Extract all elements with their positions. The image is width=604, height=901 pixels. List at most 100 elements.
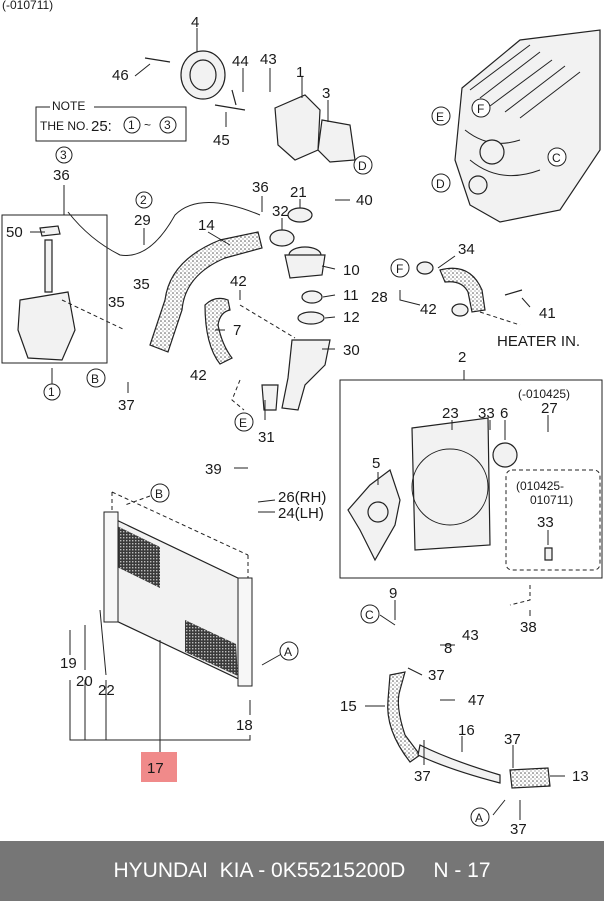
note-title: NOTE xyxy=(52,99,85,113)
overflow-hose-29 xyxy=(67,202,261,256)
label-29: 29 xyxy=(134,212,151,229)
label-15: 15 xyxy=(340,698,357,715)
label-45: 45 xyxy=(213,132,230,149)
note-tilde: ~ xyxy=(144,118,151,132)
label-35-b: 35 xyxy=(108,294,125,311)
reservoir-box xyxy=(1,214,108,364)
label-20: 20 xyxy=(76,673,93,690)
ref-E-1: E xyxy=(436,110,444,124)
circled-3: 3 xyxy=(60,148,67,162)
range-label-1: (-010425) xyxy=(518,387,570,401)
label-39: 39 xyxy=(205,461,222,478)
label-37-bottom: 37 xyxy=(510,821,527,838)
pipe-16 xyxy=(417,744,501,784)
label-24lh: 24(LH) xyxy=(278,505,324,522)
footer-brand: HYUNDAI KIA - 0K55215200D xyxy=(113,859,406,882)
label-46: 46 xyxy=(112,67,129,84)
note-to: 3 xyxy=(164,118,171,132)
range-label-2b: 010711) xyxy=(530,493,573,507)
range-caption: (-010711) xyxy=(2,0,53,12)
label-37-mid: 37 xyxy=(428,667,445,684)
note-box: NOTE THE NO. 25: 1 ~ 3 xyxy=(35,99,187,142)
label-50: 50 xyxy=(6,224,23,241)
heater-hose-group xyxy=(416,261,523,326)
ref-A-2: A xyxy=(475,811,483,825)
label-23: 23 xyxy=(442,405,459,422)
label-36-left: 36 xyxy=(53,167,70,184)
label-13: 13 xyxy=(572,768,589,785)
ref-E-2: E xyxy=(239,416,247,430)
label-2: 2 xyxy=(458,349,466,366)
label-4: 4 xyxy=(191,14,199,31)
label-43-top: 43 xyxy=(260,51,277,68)
label-18: 18 xyxy=(236,717,253,734)
upper-hose-14 xyxy=(149,231,263,353)
label-37-low: 37 xyxy=(414,768,431,785)
ref-D-2: D xyxy=(358,159,367,173)
engine-block xyxy=(454,29,601,223)
circled-numbers: 3 2 1 xyxy=(43,146,153,401)
label-43-low: 43 xyxy=(462,627,479,644)
ref-F-2: F xyxy=(396,262,403,276)
ref-C-1: C xyxy=(552,151,561,165)
label-28: 28 xyxy=(371,289,388,306)
radiator xyxy=(103,491,253,687)
label-26rh: 26(RH) xyxy=(278,489,326,506)
label-42-low: 42 xyxy=(190,367,207,384)
hose-7 xyxy=(204,297,233,365)
label-36-mid: 36 xyxy=(252,179,269,196)
footer-bar: HYUNDAI KIA - 0K55215200D N - 17 xyxy=(0,841,604,901)
label-1: 1 xyxy=(296,64,304,81)
label-31: 31 xyxy=(258,429,275,446)
hose-13 xyxy=(509,767,551,789)
part-labels: 4 46 44 43 1 3 45 36 29 50 36 21 32 40 1… xyxy=(6,14,589,838)
label-3: 3 xyxy=(322,85,330,102)
label-17: 17 xyxy=(147,760,164,777)
circled-1: 1 xyxy=(48,385,55,399)
note-from: 1 xyxy=(128,118,135,132)
label-40: 40 xyxy=(356,192,373,209)
fan-shroud-box xyxy=(339,379,603,579)
label-42-mid: 42 xyxy=(230,273,247,290)
heater-in-label: HEATER IN. xyxy=(497,333,580,350)
footer-page: N - 17 xyxy=(433,859,491,882)
label-37-left: 37 xyxy=(118,397,135,414)
label-10: 10 xyxy=(343,262,360,279)
label-22: 22 xyxy=(98,682,115,699)
label-41: 41 xyxy=(539,305,556,322)
label-33-b: 33 xyxy=(537,514,554,531)
circled-2: 2 xyxy=(140,193,147,207)
label-34: 34 xyxy=(458,241,475,258)
ref-D-1: D xyxy=(436,177,445,191)
label-11: 11 xyxy=(343,287,359,304)
highlight-part-17[interactable]: 17 xyxy=(141,752,177,782)
label-30: 30 xyxy=(343,342,360,359)
note-prefix: THE NO. xyxy=(40,119,89,133)
label-42-right: 42 xyxy=(420,301,437,318)
ref-B-2: B xyxy=(155,487,163,501)
note-number: 25: xyxy=(91,118,112,135)
label-7: 7 xyxy=(233,322,241,339)
label-8: 8 xyxy=(444,640,452,657)
label-5: 5 xyxy=(372,455,380,472)
label-12: 12 xyxy=(343,309,360,326)
label-27: 27 xyxy=(541,400,558,417)
label-21: 21 xyxy=(290,184,307,201)
label-44: 44 xyxy=(232,53,249,70)
label-38: 38 xyxy=(520,619,537,636)
ref-A-1: A xyxy=(284,645,292,659)
label-14: 14 xyxy=(198,217,215,234)
leader-lines xyxy=(30,28,565,820)
ref-C-2: C xyxy=(365,608,374,622)
label-6: 6 xyxy=(500,405,508,422)
parts-diagram: (-010711) NOTE THE NO. 25: 1 ~ 3 xyxy=(1,0,603,838)
ref-B-1: B xyxy=(91,372,99,386)
ref-F-1: F xyxy=(477,102,484,116)
label-19: 19 xyxy=(60,655,77,672)
thermostat-housing xyxy=(261,207,331,411)
ref-letter-markers: E F C D D F B E B A C A xyxy=(86,98,567,827)
label-47: 47 xyxy=(468,692,485,709)
label-37-right: 37 xyxy=(504,731,521,748)
label-32: 32 xyxy=(272,203,289,220)
label-33-a: 33 xyxy=(478,405,495,422)
